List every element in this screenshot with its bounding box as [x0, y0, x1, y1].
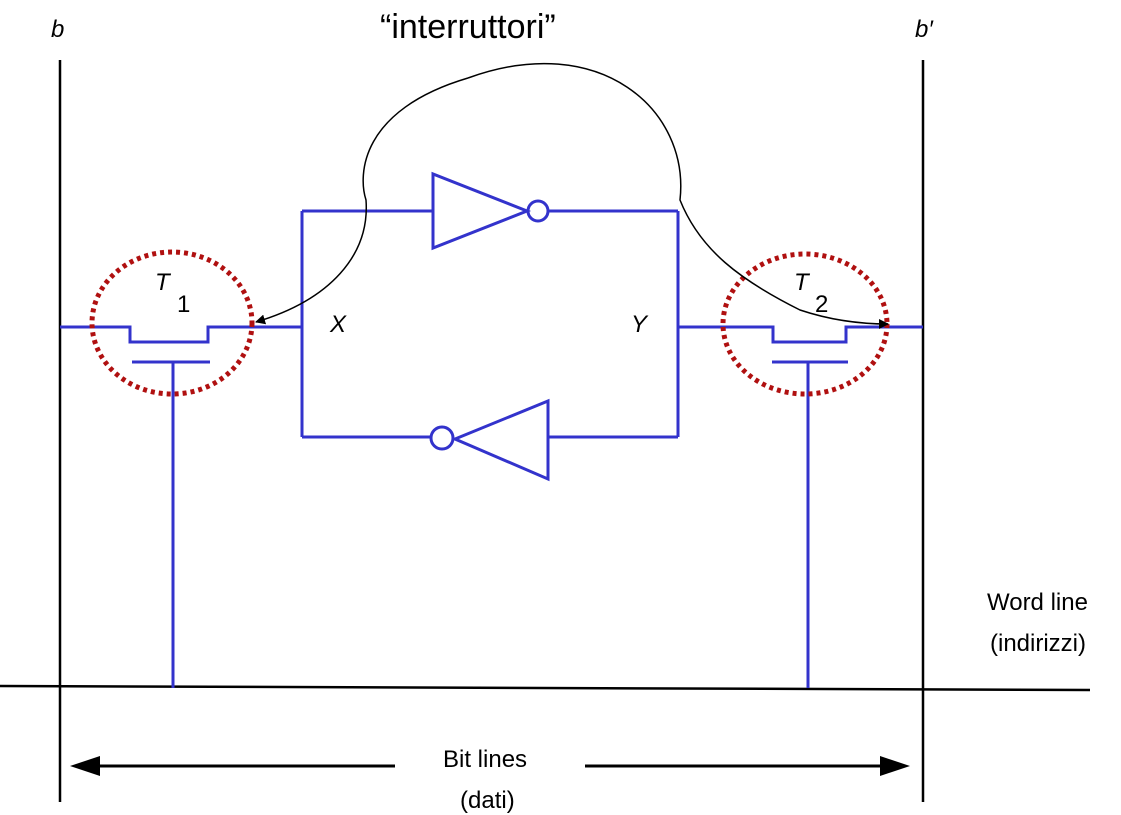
- label-t1-sub: 1: [177, 291, 190, 318]
- t1-highlight-circle: [89, 249, 255, 397]
- label-t2: T: [794, 269, 811, 296]
- t2-channel: [678, 325, 923, 344]
- bit-lines-arrowhead-left: [70, 756, 100, 776]
- label-b: b: [51, 16, 64, 43]
- bit-lines-arrow: [70, 756, 910, 776]
- t1-channel: [60, 325, 302, 344]
- word-line: [0, 684, 1091, 692]
- label-bit-lines: Bit lines: [443, 746, 527, 773]
- label-word-line: Word line: [987, 589, 1088, 616]
- circuit: [60, 171, 923, 688]
- switch-arrow-right: [467, 62, 889, 329]
- label-node-x: X: [329, 311, 347, 338]
- inverter-bottom: [451, 398, 550, 482]
- label-node-y: Y: [631, 311, 649, 338]
- label-word-line-sub: (indirizzi): [990, 630, 1086, 657]
- label-t1: T: [155, 269, 172, 296]
- inverter-top: [431, 171, 532, 251]
- label-b-prime: b′: [915, 16, 934, 43]
- label-bit-lines-sub: (dati): [460, 787, 515, 814]
- switch-arrow-left: [255, 77, 469, 325]
- inverter-top-bubble: [526, 199, 550, 223]
- inverter-bottom-bubble: [429, 425, 455, 451]
- label-t2-sub: 2: [815, 291, 828, 318]
- label-switches: “interruttori”: [380, 8, 556, 46]
- bit-lines-arrowhead-right: [880, 756, 910, 776]
